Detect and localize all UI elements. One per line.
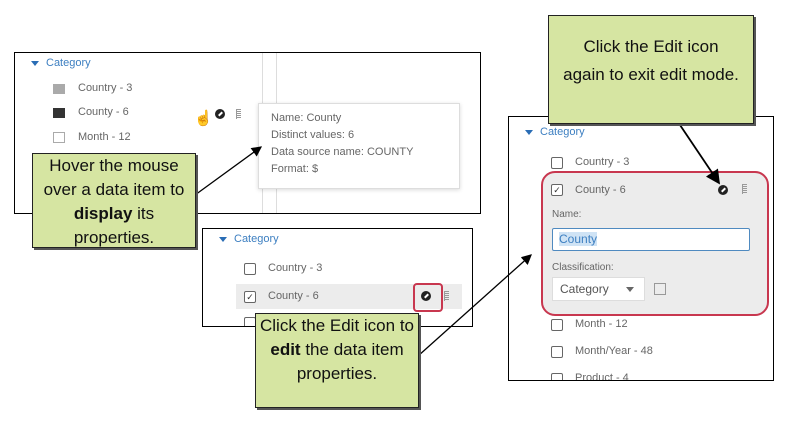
checkbox[interactable] <box>244 263 256 275</box>
classification-label: Classification: <box>552 262 614 273</box>
callout-hover: Hover the mouse over a data item to disp… <box>32 153 196 248</box>
checkbox[interactable] <box>551 157 563 169</box>
callout-edit: Click the Edit icon to edit the data ite… <box>255 313 419 408</box>
category-header[interactable]: Category <box>219 233 279 245</box>
name-input[interactable]: County <box>552 228 750 251</box>
arrow-1 <box>194 146 263 196</box>
checkbox[interactable] <box>551 346 563 358</box>
classification-select[interactable]: Category <box>552 277 645 301</box>
tooltip-line: Format: $ <box>271 163 319 175</box>
callout-exit: Click the Edit icon again to exit edit m… <box>548 15 754 124</box>
data-item[interactable]: Country - 3 <box>78 82 133 94</box>
data-item[interactable]: County - 6 <box>78 106 129 118</box>
category-icon <box>53 108 65 118</box>
data-item[interactable]: Month - 12 <box>575 318 628 330</box>
collapse-triangle-icon <box>31 60 39 66</box>
data-item[interactable]: Month - 12 <box>78 131 131 143</box>
category-icon <box>53 84 65 94</box>
hand-cursor-icon: ☝ <box>194 110 213 127</box>
callout-text: Click the Edit icon to <box>259 316 414 335</box>
edit-click-panel: Category Country - 3 ✓ County - 6 <box>202 228 473 327</box>
callout-text: its properties. <box>73 204 155 247</box>
select-cursor-icon[interactable] <box>654 283 666 295</box>
checkbox[interactable] <box>551 373 563 380</box>
checkbox-checked[interactable]: ✓ <box>551 184 563 196</box>
callout-text: Hover the mouse over a data item to <box>43 156 185 199</box>
category-label: Category <box>46 57 91 69</box>
checkbox[interactable] <box>551 319 563 331</box>
data-item[interactable]: Product - 4 <box>575 372 629 381</box>
calendar-icon <box>53 132 65 143</box>
category-label: Category <box>540 126 585 138</box>
category-label: Category <box>234 233 279 245</box>
data-item[interactable]: Month/Year - 48 <box>575 345 653 357</box>
category-header[interactable]: Category <box>31 57 91 69</box>
category-header[interactable]: Category <box>525 126 585 138</box>
drag-handle-icon[interactable] <box>742 184 747 194</box>
callout-bold: edit <box>270 340 301 359</box>
checkbox-checked[interactable]: ✓ <box>244 291 256 303</box>
arrow-3 <box>679 124 721 185</box>
data-item[interactable]: Country - 3 <box>268 262 323 274</box>
drag-handle-icon[interactable] <box>236 109 241 119</box>
data-item[interactable]: County - 6 <box>268 290 319 302</box>
classification-value: Category <box>560 282 609 296</box>
edit-mode-panel: Category Country - 3 ✓ County - 6 Name: … <box>508 116 774 381</box>
edit-highlight <box>413 283 443 312</box>
drag-handle-icon[interactable] <box>444 291 449 301</box>
callout-text: the data item properties. <box>296 340 404 383</box>
edit-icon[interactable] <box>718 185 728 195</box>
name-label: Name: <box>552 209 582 220</box>
collapse-triangle-icon <box>219 236 227 242</box>
arrow-2 <box>417 254 532 357</box>
callout-bold: display <box>73 204 133 223</box>
tooltip-line: Data source name: COUNTY <box>271 146 414 158</box>
tooltip-line: Name: County <box>271 112 342 124</box>
edit-icon[interactable] <box>421 291 431 301</box>
data-item[interactable]: Country - 3 <box>575 156 630 168</box>
name-input-value: County <box>559 232 598 246</box>
data-item[interactable]: County - 6 <box>575 184 626 196</box>
dropdown-arrow-icon <box>626 287 634 292</box>
edit-icon[interactable] <box>215 109 225 119</box>
callout-text: Click the Edit icon again to exit edit m… <box>563 37 739 84</box>
properties-tooltip: Name: County Distinct values: 6 Data sou… <box>258 103 460 189</box>
collapse-triangle-icon <box>525 129 533 135</box>
tooltip-line: Distinct values: 6 <box>271 129 355 141</box>
